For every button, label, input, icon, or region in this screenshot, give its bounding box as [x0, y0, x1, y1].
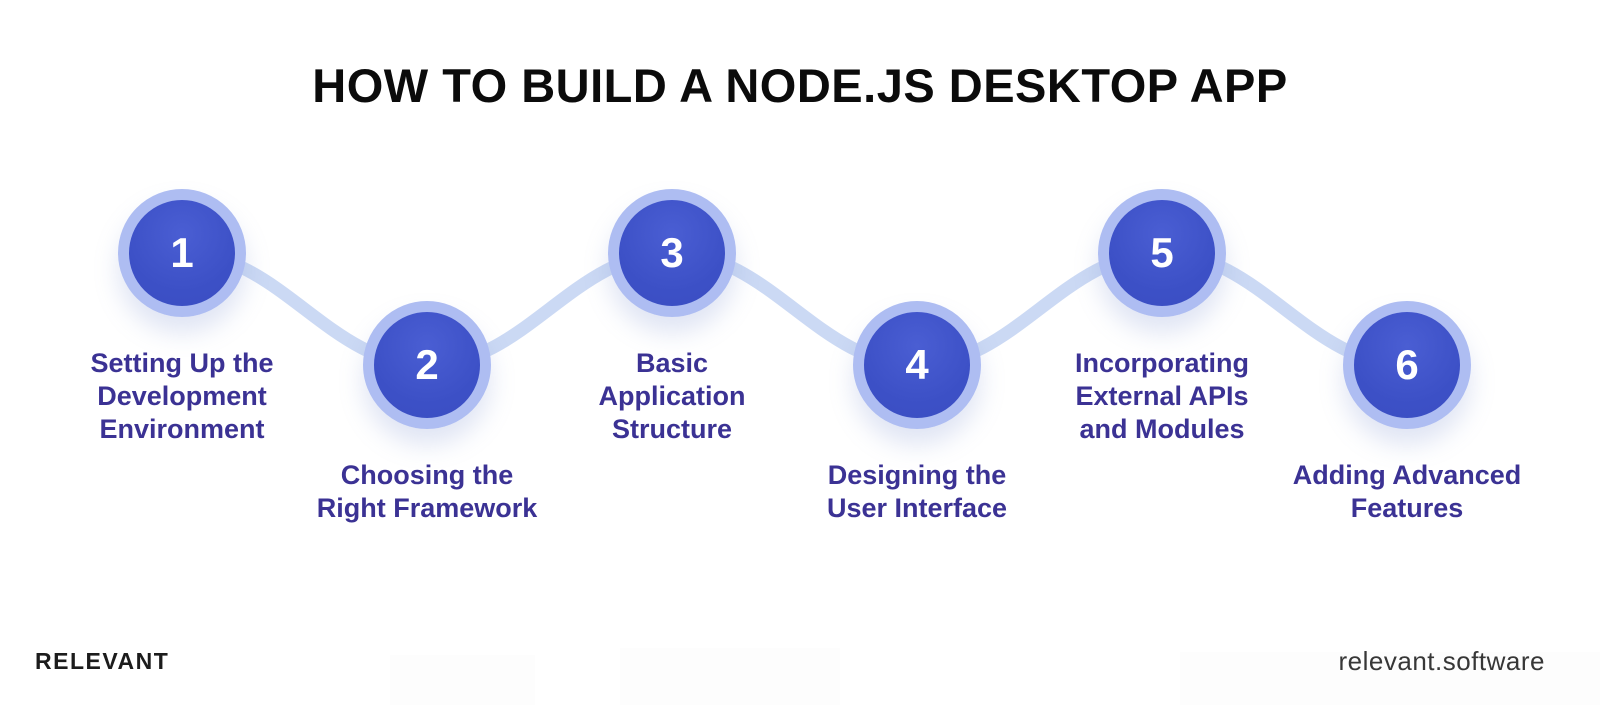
step-node-5: 5 Incorporating External APIs and Module…: [1002, 189, 1322, 447]
footer-ghost-block: [390, 655, 535, 705]
footer-ghost-block: [620, 648, 840, 705]
step-circle-3: 3: [608, 189, 736, 317]
step-node-4: 4 Designing the User Interface: [757, 301, 1077, 525]
step-node-3: 3 Basic Application Structure: [512, 189, 832, 447]
step-label-5: Incorporating External APIs and Modules: [1075, 348, 1249, 445]
step-number-3: 3: [660, 229, 684, 276]
step-node-1: 1 Setting Up the Development Environment: [22, 189, 342, 447]
step-node-6: 6 Adding Advanced Features: [1247, 301, 1567, 525]
step-circle-6: 6: [1343, 301, 1471, 429]
step-number-1: 1: [170, 229, 194, 276]
step-label-6: Adding Advanced Features: [1292, 460, 1522, 524]
step-number-4: 4: [905, 341, 929, 388]
step-label-2: Choosing the Right Framework: [316, 460, 538, 524]
step-circle-5: 5: [1098, 189, 1226, 317]
step-number-2: 2: [415, 341, 439, 388]
step-circle-4: 4: [853, 301, 981, 429]
step-circle-2: 2: [363, 301, 491, 429]
step-node-2: 2 Choosing the Right Framework: [267, 301, 587, 525]
website-text: relevant.software: [1338, 646, 1545, 676]
step-label-3: Basic Application Structure: [598, 348, 746, 445]
brand-logo: RELEVANT: [35, 648, 170, 674]
page-title: HOW TO BUILD A NODE.JS DESKTOP APP: [312, 59, 1288, 112]
step-label-4: Designing the User Interface: [826, 460, 1008, 524]
step-number-5: 5: [1150, 229, 1174, 276]
step-circle-1: 1: [118, 189, 246, 317]
step-label-1: Setting Up the Development Environment: [90, 348, 274, 445]
footer-ghost-block: [1180, 652, 1600, 705]
step-number-6: 6: [1395, 341, 1419, 388]
